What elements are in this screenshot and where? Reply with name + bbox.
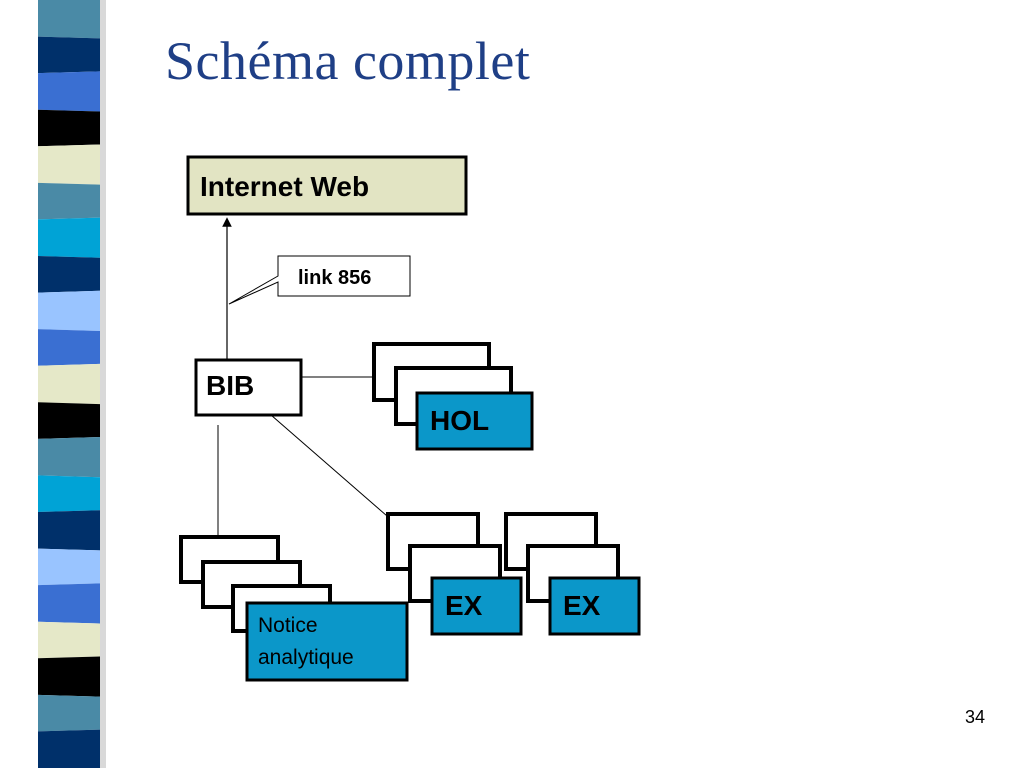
internet-web-label: Internet Web bbox=[200, 171, 369, 202]
ex-stack-1: EX bbox=[386, 512, 523, 636]
stripe-cell bbox=[38, 144, 100, 185]
link-856-label: link 856 bbox=[298, 267, 371, 289]
stripe-cell bbox=[38, 71, 100, 112]
bib-node: BIB bbox=[194, 358, 303, 417]
stripe-cell bbox=[38, 621, 100, 659]
stripe-cell bbox=[38, 510, 100, 551]
stripe-cell bbox=[38, 290, 100, 331]
stripe-cell bbox=[38, 363, 100, 405]
ex-stack-2: EX bbox=[504, 512, 641, 636]
hol-label: HOL bbox=[430, 405, 489, 436]
stripe-cell bbox=[38, 0, 100, 39]
stripe-cell bbox=[38, 256, 100, 293]
page-number: 34 bbox=[965, 707, 986, 727]
internet-web-node: Internet Web bbox=[186, 155, 468, 216]
stripe-cell bbox=[38, 729, 100, 768]
stripe-cell bbox=[38, 694, 100, 732]
stripe-cell bbox=[38, 437, 100, 478]
stripe-cell bbox=[38, 475, 100, 512]
hol-stack: HOL bbox=[372, 342, 534, 451]
stripe-cell bbox=[38, 329, 100, 366]
stripe-cell bbox=[38, 36, 100, 74]
stripe-cell bbox=[38, 109, 100, 147]
notice-analytique-stack: Notice analytique bbox=[179, 535, 409, 682]
link-856-callout: link 856 bbox=[228, 255, 411, 305]
stripe-cell bbox=[38, 548, 100, 586]
stripe-cell bbox=[38, 583, 100, 624]
decorative-stripe bbox=[0, 0, 120, 768]
bib-label: BIB bbox=[206, 370, 254, 401]
ex-label-1: EX bbox=[445, 590, 483, 621]
notice-label-line1: Notice bbox=[258, 614, 318, 637]
stripe-cell bbox=[38, 182, 100, 220]
ex-label-2: EX bbox=[563, 590, 601, 621]
slide-title: Schéma complet bbox=[165, 31, 531, 91]
stripe-cell bbox=[38, 217, 100, 258]
stripe-edge bbox=[30, 0, 38, 768]
notice-label-line2: analytique bbox=[258, 646, 354, 669]
stripe-cell bbox=[38, 656, 100, 697]
stripe-cell bbox=[38, 402, 100, 439]
